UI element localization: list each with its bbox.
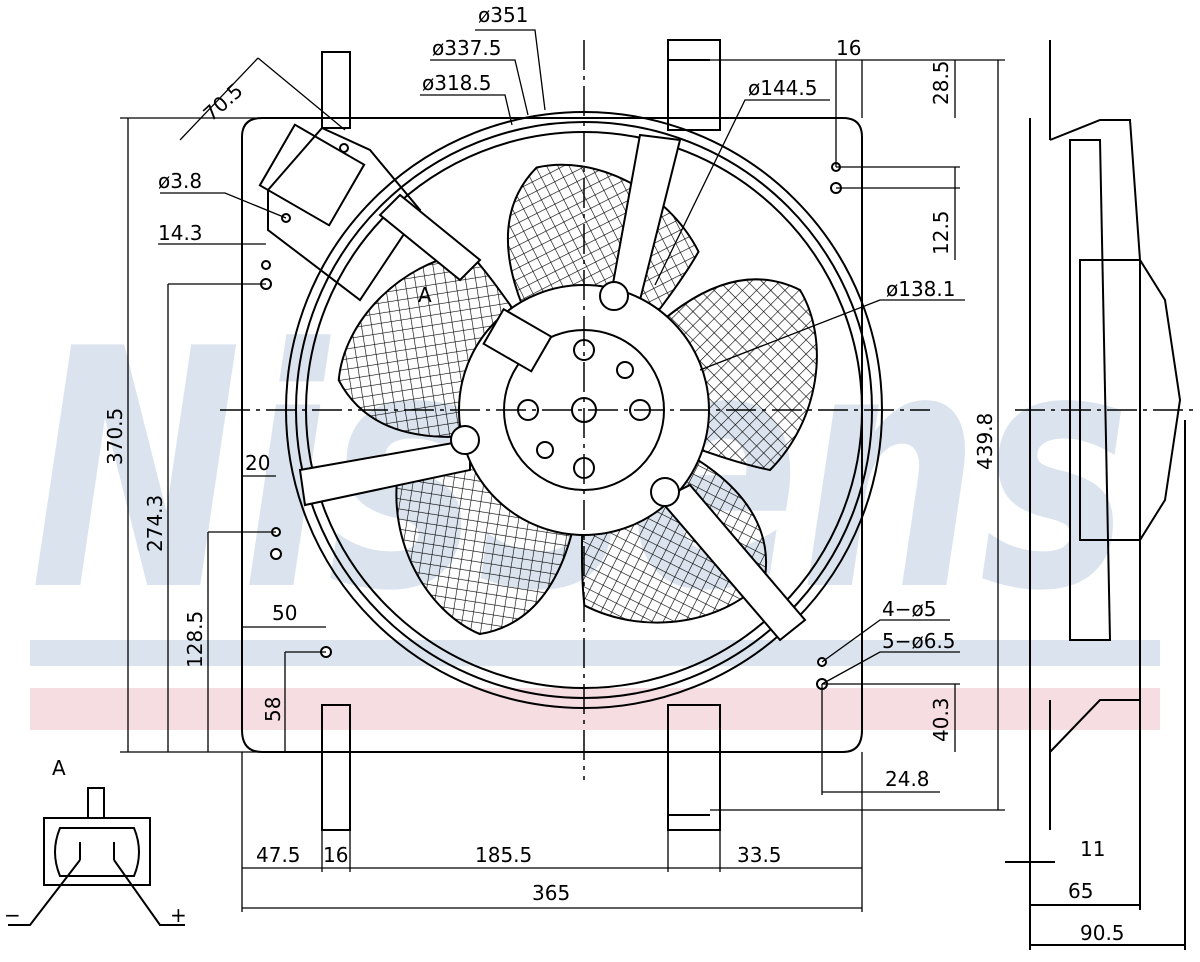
connector-stem (87, 787, 105, 819)
label-minus: − (4, 903, 21, 927)
label-90-5: 90.5 (1080, 921, 1125, 945)
watermark-blue-band (30, 640, 1160, 666)
watermark: Nissens (30, 279, 1160, 730)
mount-tab-window (258, 123, 366, 227)
dim-line-70b (257, 57, 346, 131)
leader-holes5 (821, 651, 960, 685)
label-14-3: 14.3 (158, 221, 203, 245)
label-holes4: 4−ø5 (882, 597, 936, 621)
label-d351: ø351 (478, 3, 528, 27)
label-d337: ø337.5 (432, 36, 502, 60)
side-body (1029, 40, 1141, 830)
side-motor (1079, 259, 1182, 541)
leader-holes4 (821, 619, 950, 663)
label-50: 50 (272, 601, 297, 625)
label-d138: ø138.1 (886, 277, 956, 301)
side-view (1005, 40, 1186, 950)
label-holes5: 5−ø6.5 (882, 629, 956, 653)
connector-body (43, 817, 151, 886)
hub-hole-5 (616, 361, 634, 379)
screw-top (599, 281, 629, 311)
center-lines (220, 40, 1195, 780)
label-d144: ø144.5 (748, 76, 818, 100)
label-11: 11 (1080, 837, 1105, 861)
label-185-5: 185.5 (475, 843, 532, 867)
hole-tab (339, 143, 349, 153)
hole-left-4 (270, 548, 282, 560)
leader-minus (8, 859, 81, 926)
leader-138 (699, 299, 965, 371)
hub-hole-6 (536, 441, 554, 459)
watermark-red-band (30, 688, 1160, 730)
dim-line-70 (179, 57, 259, 141)
leader-144 (654, 99, 830, 286)
label-33-5: 33.5 (737, 843, 782, 867)
label-16-bottom: 16 (323, 843, 348, 867)
detail-a-connector (8, 787, 185, 926)
leader-337 (430, 59, 529, 116)
dimension-lines (120, 29, 1005, 912)
hole-left-1 (261, 260, 271, 270)
leader-351 (475, 29, 546, 111)
label-40-3: 40.3 (929, 697, 953, 742)
screw-left (450, 425, 480, 455)
strut-tab (378, 193, 482, 282)
label-439-8: 439.8 (973, 413, 997, 470)
label-65: 65 (1068, 879, 1093, 903)
label-70-5: 70.5 (198, 78, 247, 126)
leader-318 (420, 94, 513, 126)
screw-right (650, 477, 680, 507)
label-370-5: 370.5 (103, 408, 127, 465)
label-d318: ø318.5 (422, 71, 492, 95)
side-housing (1069, 139, 1112, 641)
leader-plus (113, 859, 185, 926)
leader-3-8 (160, 192, 287, 219)
label-128-5: 128.5 (183, 611, 207, 668)
label-section-a: A (418, 283, 432, 307)
label-28-5: 28.5 (929, 60, 953, 105)
label-d3-8: ø3.8 (158, 169, 202, 193)
connector-block (482, 307, 553, 373)
dimension-labels: ø351 ø337.5 ø318.5 ø144.5 ø138.1 ø3.8 70… (4, 3, 1125, 945)
label-12-5: 12.5 (929, 210, 953, 255)
label-20: 20 (245, 451, 270, 475)
label-16-top: 16 (836, 36, 861, 60)
label-365: 365 (532, 881, 570, 905)
label-detail-a: A (52, 756, 66, 780)
label-plus: + (170, 903, 187, 927)
struts (298, 133, 807, 642)
clip-top-left (321, 51, 351, 129)
connector-socket (54, 827, 140, 877)
label-24-8: 24.8 (885, 767, 930, 791)
frame-outline (241, 117, 863, 753)
label-58: 58 (261, 697, 285, 722)
clip-top-right (667, 39, 721, 131)
label-274-3: 274.3 (143, 495, 167, 552)
label-47-5: 47.5 (256, 843, 301, 867)
